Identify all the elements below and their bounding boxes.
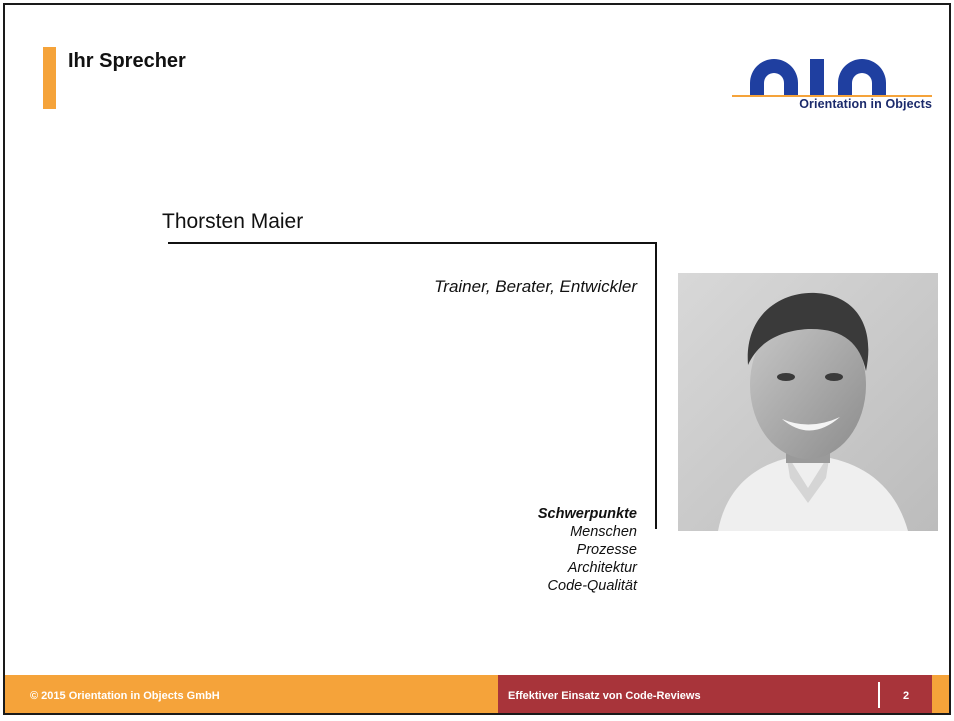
speaker-photo bbox=[678, 273, 938, 531]
footer-copyright: © 2015 Orientation in Objects GmbH bbox=[30, 690, 220, 702]
logo-text: Orientation in Objects bbox=[799, 97, 932, 111]
focus-heading: Schwerpunkte bbox=[537, 506, 637, 522]
slide: Ihr Sprecher Orientation in Objects Thor… bbox=[3, 3, 951, 715]
footer-title-box: Effektiver Einsatz von Code-Reviews 2 bbox=[498, 675, 932, 713]
focus-item: Prozesse bbox=[576, 542, 637, 558]
footer-separator bbox=[878, 682, 880, 708]
speaker-name: Thorsten Maier bbox=[162, 210, 304, 233]
logo-mark-icon bbox=[732, 59, 932, 97]
company-logo: Orientation in Objects bbox=[732, 55, 932, 115]
focus-item: Code-Qualität bbox=[547, 578, 637, 594]
divider-vertical bbox=[655, 242, 657, 529]
focus-item: Menschen bbox=[570, 524, 637, 540]
speaker-role: Trainer, Berater, Entwickler bbox=[434, 277, 637, 296]
slide-title: Ihr Sprecher bbox=[68, 50, 186, 72]
title-accent-bar bbox=[43, 47, 56, 109]
focus-list: Schwerpunkte Menschen Prozesse Architekt… bbox=[538, 505, 637, 595]
divider-horizontal bbox=[168, 242, 657, 244]
footer-talk-title: Effektiver Einsatz von Code-Reviews bbox=[508, 690, 701, 702]
footer: © 2015 Orientation in Objects GmbH Effek… bbox=[5, 675, 949, 713]
focus-item: Architektur bbox=[567, 560, 637, 576]
page-number: 2 bbox=[903, 690, 910, 702]
